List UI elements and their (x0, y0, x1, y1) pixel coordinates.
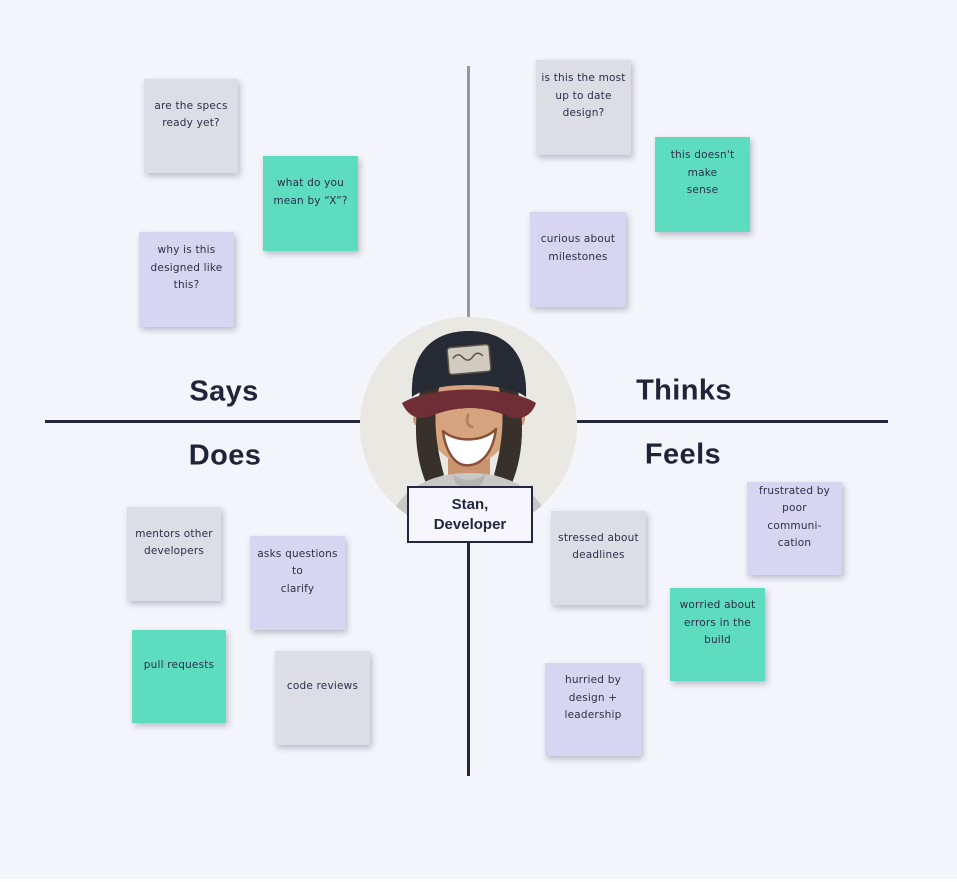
persona-avatar[interactable] (360, 317, 577, 534)
quadrant-label-thinks: Thinks (636, 374, 732, 407)
quadrant-label-does: Does (188, 439, 262, 472)
sticky-note-does[interactable]: pull requests (132, 630, 226, 723)
canvas-bottom-edge (0, 879, 957, 882)
sticky-note-text: pull requests (143, 658, 215, 671)
vertical-axis-line-bottom (467, 542, 470, 776)
vertical-axis-line-top (467, 66, 470, 319)
sticky-note-feels[interactable]: hurried by design +leadership (545, 663, 641, 756)
persona-name-line2: Developer (433, 515, 507, 533)
sticky-note-text: hurried by design +leadership (564, 674, 622, 722)
sticky-note-does[interactable]: code reviews (275, 651, 370, 745)
persona-name-line1: Stan, (451, 495, 489, 513)
persona-avatar-image (360, 317, 577, 534)
quadrant-label-says: Says (189, 375, 259, 408)
quadrant-label-feels: Feels (644, 438, 722, 471)
persona-name-box[interactable]: Stan, Developer (407, 486, 533, 543)
sticky-note-text: code reviews (286, 680, 359, 693)
